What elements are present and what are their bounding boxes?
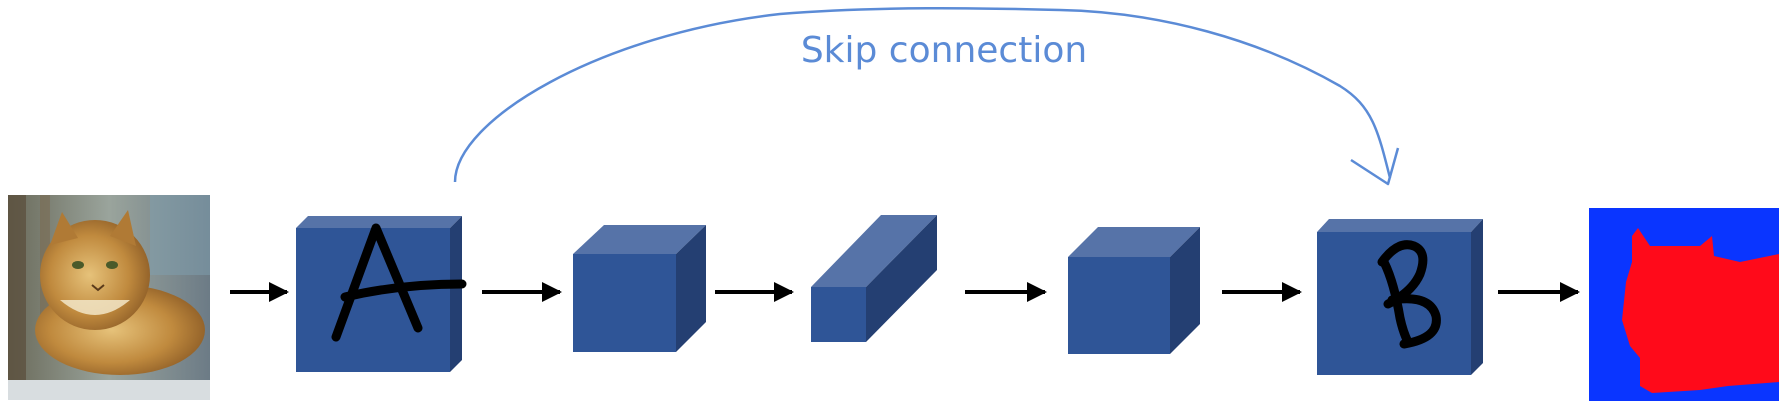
skip-connection-arrowhead xyxy=(1350,147,1400,186)
input-cat-image xyxy=(8,195,210,400)
block-bottleneck xyxy=(811,215,937,342)
block-decoder xyxy=(1317,219,1483,375)
output-segmentation-mask xyxy=(1589,208,1779,401)
handwritten-letter-a xyxy=(331,223,467,342)
skip-connection-curve xyxy=(453,6,1392,183)
block-down xyxy=(573,225,706,352)
handwritten-letter-b xyxy=(1377,240,1441,349)
block-encoder xyxy=(296,216,467,372)
skip-connection-label: Skip connection xyxy=(801,30,1087,71)
skip-connection: Skip connection xyxy=(453,6,1400,186)
block-up xyxy=(1068,227,1200,354)
